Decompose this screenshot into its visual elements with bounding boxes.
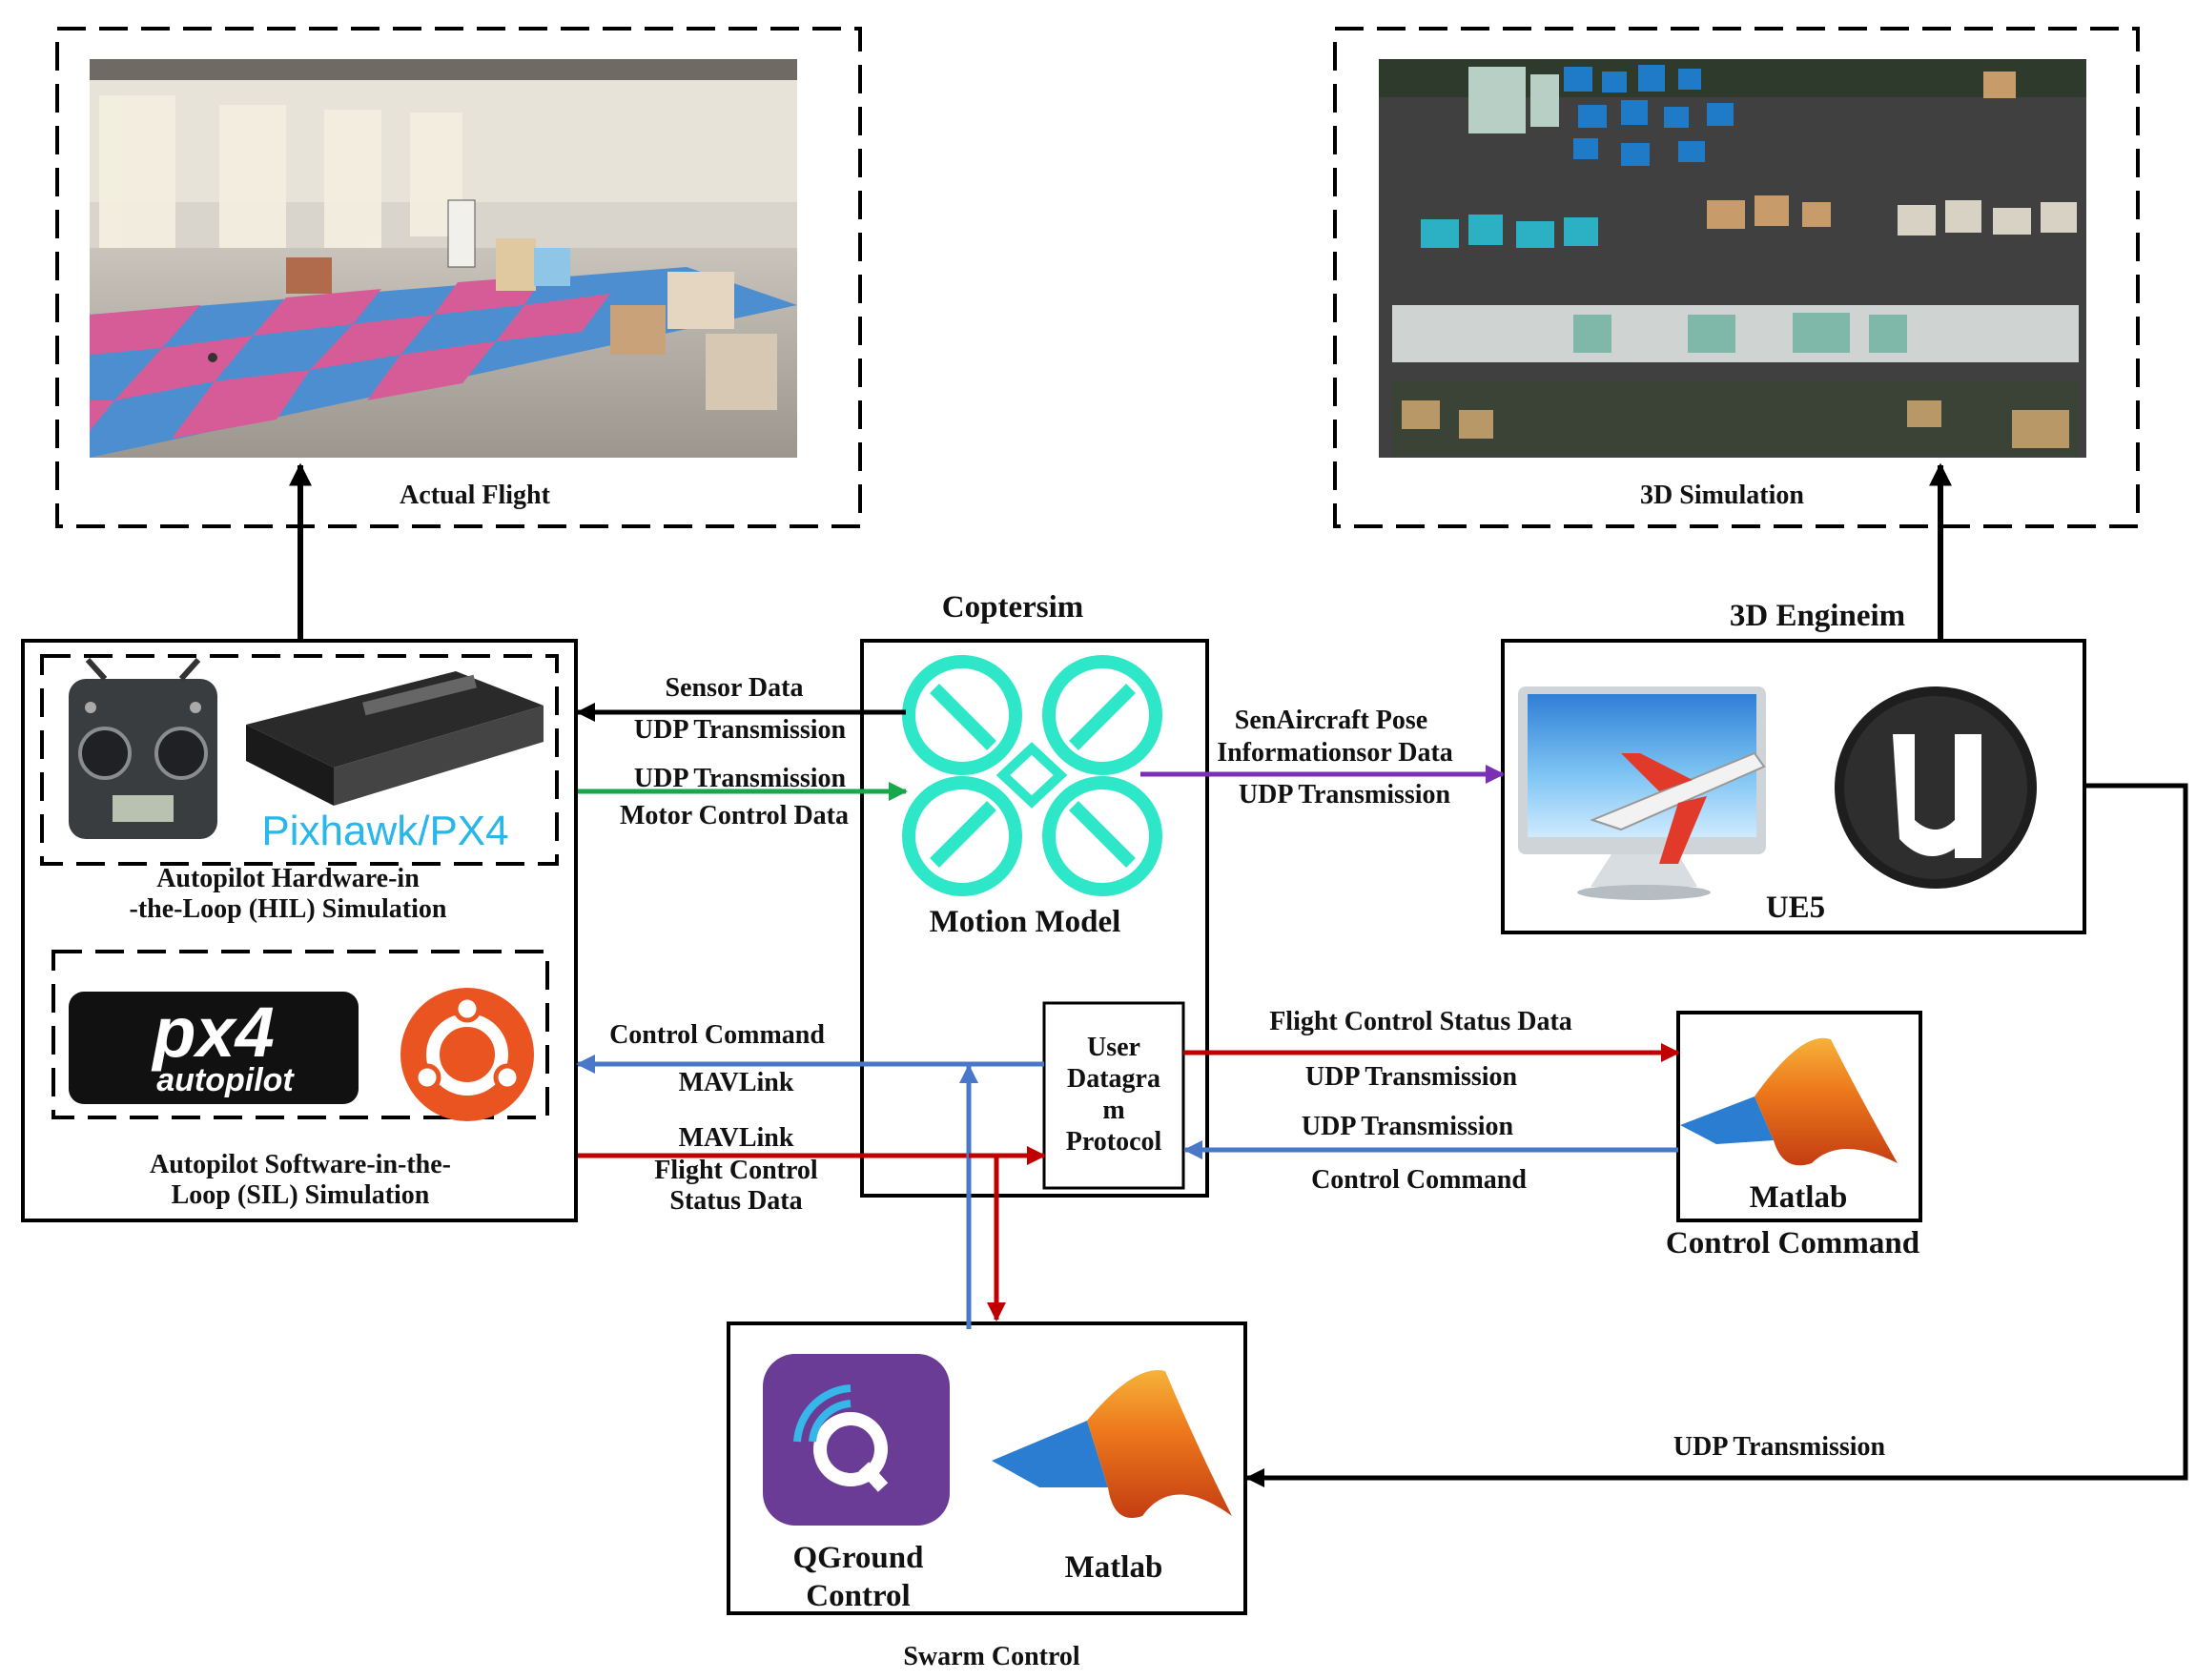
matlab-cmd-label-2: Control Command (1311, 1165, 1527, 1195)
rc-transmitter-image (69, 657, 217, 839)
hil-caption-line1: Autopilot Hardware-in (156, 864, 420, 893)
mavlink-status-label-1: MAVLink (679, 1123, 794, 1153)
sensor-label-1: Sensor Data (666, 673, 804, 703)
actual-flight-panel: Actual Flight (55, 27, 862, 528)
motion-model-label: Motion Model (930, 905, 1121, 939)
svg-text:autopilot: autopilot (156, 1062, 295, 1098)
pose-label-1: SenAircraft Pose (1235, 706, 1427, 735)
pose-label-3: UDP Transmission (1239, 780, 1451, 809)
swarm-control-box: QGround Control Matlab (727, 1321, 1247, 1615)
pixhawk-board-image (246, 671, 544, 806)
svg-text:Datagra: Datagra (1067, 1064, 1160, 1094)
svg-text:User: User (1087, 1033, 1140, 1062)
matlab-cmd-label-1: UDP Transmission (1302, 1112, 1514, 1141)
mavlink-status-label-3: Status Data (669, 1186, 802, 1216)
sensor-label-2: UDP Transmission (634, 715, 847, 745)
matlab-logo-icon (1680, 1037, 1898, 1166)
svg-text:m: m (1102, 1096, 1124, 1125)
hil-caption-line2: -the-Loop (HIL) Simulation (130, 894, 447, 924)
flight-status-label-2: UDP Transmission (1305, 1062, 1518, 1092)
engine-box: UE5 (1501, 639, 2086, 934)
ue-to-swarm-label: UDP Transmission (1673, 1432, 1886, 1462)
mavlink-status-label-2: Flight Control (654, 1156, 818, 1185)
simulation-3d-panel: 3D Simulation (1333, 27, 2140, 528)
matlab-swarm-label: Matlab (1065, 1550, 1163, 1585)
coptersim-title: Coptersim (942, 590, 1083, 625)
matlab-control-box: Matlab (1676, 1011, 1922, 1222)
arrow-engine-to-swarm (1245, 783, 2188, 1487)
ue5-label: UE5 (1766, 891, 1825, 925)
unreal-engine-icon (1835, 686, 2037, 889)
autopilot-box: Pixhawk/PX4 Autopilot Hardware-in -the-L… (21, 639, 578, 1222)
hil-dashed-group (40, 654, 559, 866)
matlab-right-caption: Control Command (1666, 1226, 1919, 1260)
pixhawk-label: Pixhawk/PX4 (261, 808, 508, 854)
px4-autopilot-logo: px4 autopilot (69, 992, 359, 1104)
arrow-coptersim-to-swarm (969, 1153, 1006, 1321)
sil-caption-line1: Autopilot Software-in-the- (150, 1150, 451, 1179)
sil-caption-line2: Loop (SIL) Simulation (172, 1180, 430, 1210)
udp-protocol-box (1042, 1001, 1185, 1190)
svg-text:px4: px4 (151, 993, 275, 1072)
matlab-swarm-icon (992, 1370, 1232, 1518)
simulation-3d-label: 3D Simulation (1640, 481, 1804, 510)
swarm-control-title: Swarm Control (903, 1642, 1080, 1671)
mavlink-cmd-label-2: MAVLink (679, 1068, 794, 1097)
simulation-aerial-render (1379, 59, 2086, 458)
monitor-airplane-icon (1518, 686, 1766, 900)
quadcopter-icon (902, 655, 1162, 896)
qground-label-line1: QGround (793, 1541, 924, 1575)
qgroundcontrol-icon (763, 1354, 950, 1526)
ubuntu-icon (400, 988, 534, 1121)
engine-title: 3D Engineim (1730, 599, 1905, 633)
actual-flight-label: Actual Flight (400, 481, 551, 510)
qground-label-line2: Control (806, 1579, 910, 1613)
matlab-right-label: Matlab (1750, 1180, 1848, 1215)
actual-flight-photo (90, 59, 797, 458)
coptersim-box: Motion Model User Datagra m Protocol (860, 639, 1209, 1198)
pose-label-2: Informationsor Data (1217, 738, 1453, 768)
mavlink-cmd-label-1: Control Command (609, 1020, 825, 1050)
motor-label-1: UDP Transmission (634, 764, 847, 793)
sil-dashed-group (51, 950, 549, 1119)
flight-status-label-1: Flight Control Status Data (1269, 1007, 1572, 1036)
svg-text:Protocol: Protocol (1066, 1127, 1162, 1157)
motor-label-2: Motor Control Data (620, 801, 849, 830)
